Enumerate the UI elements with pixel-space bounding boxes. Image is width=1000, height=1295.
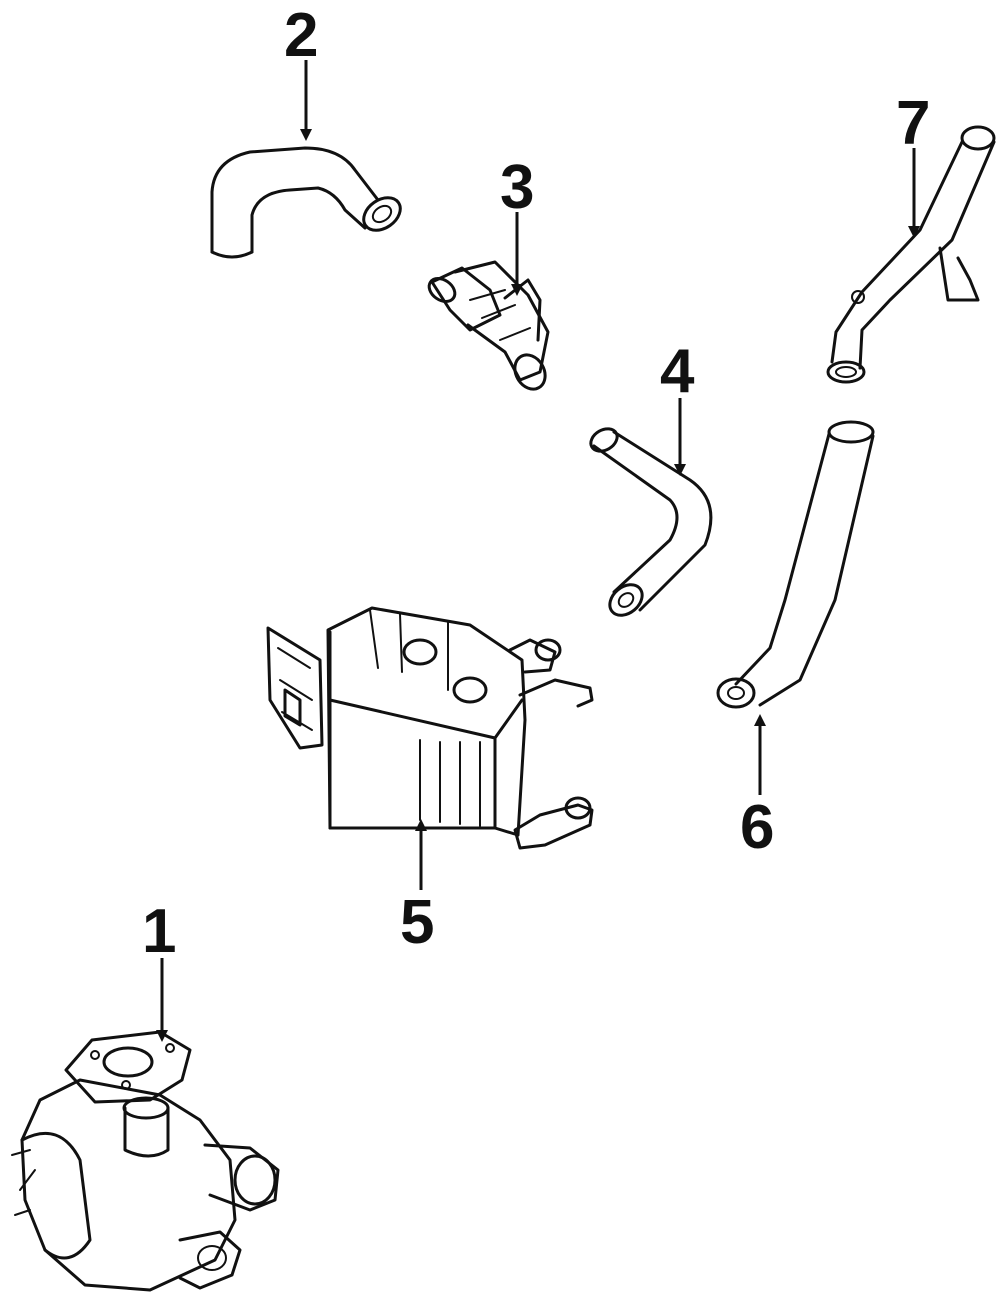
callout-5: 5 — [400, 888, 434, 957]
part-7-pipe[interactable] — [826, 125, 996, 384]
part-4-hose[interactable] — [587, 424, 713, 621]
part-2-hose[interactable] — [210, 146, 406, 259]
part-3-valve[interactable] — [425, 260, 551, 395]
callout-1: 1 — [142, 897, 176, 966]
part-5-canister[interactable] — [266, 606, 594, 850]
callout-2: 2 — [284, 1, 318, 70]
callout-3: 3 — [500, 153, 534, 222]
callout-6: 6 — [740, 793, 774, 862]
callout-4: 4 — [660, 337, 695, 406]
callout-7: 7 — [896, 89, 930, 158]
part-1-pump[interactable] — [11, 1030, 280, 1292]
part-6-hose[interactable] — [716, 420, 875, 709]
